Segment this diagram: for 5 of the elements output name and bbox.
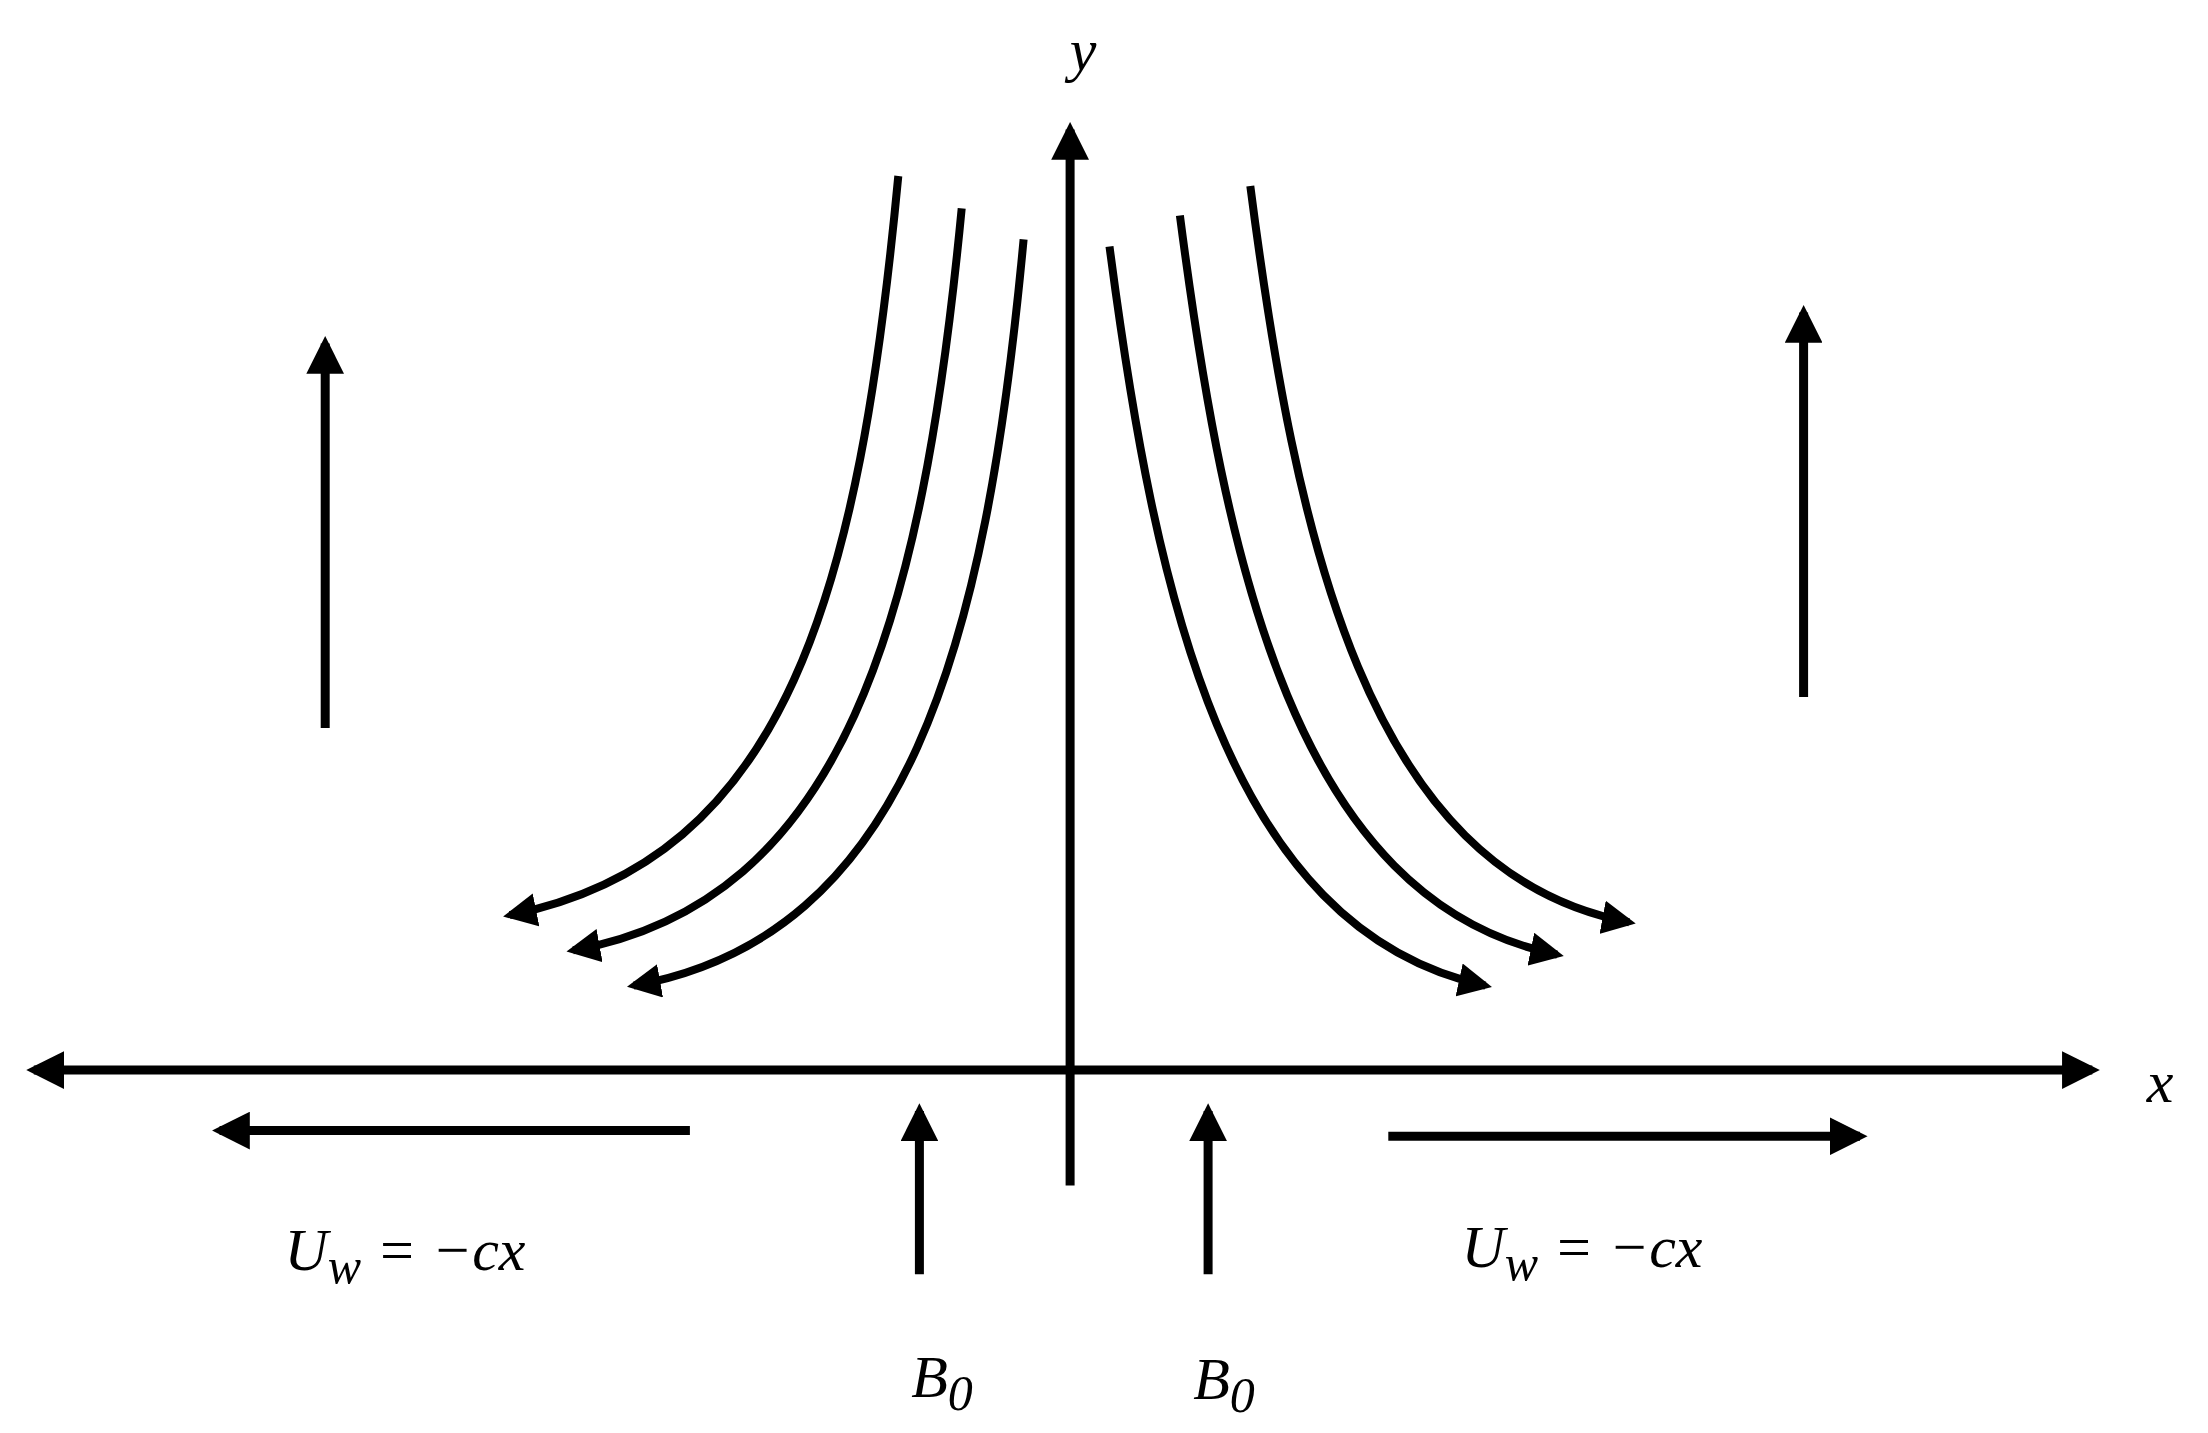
symbol-label: B$_{0}$ — [1193, 1348, 1255, 1420]
symbol-label: U$_{w}$ = −cx — [1461, 1216, 1703, 1288]
symbol-label: U$_{w}$ = −cx — [284, 1219, 526, 1291]
symbol-label: B$_{0}$ — [911, 1346, 973, 1418]
axis-label: x — [2146, 1052, 2174, 1112]
